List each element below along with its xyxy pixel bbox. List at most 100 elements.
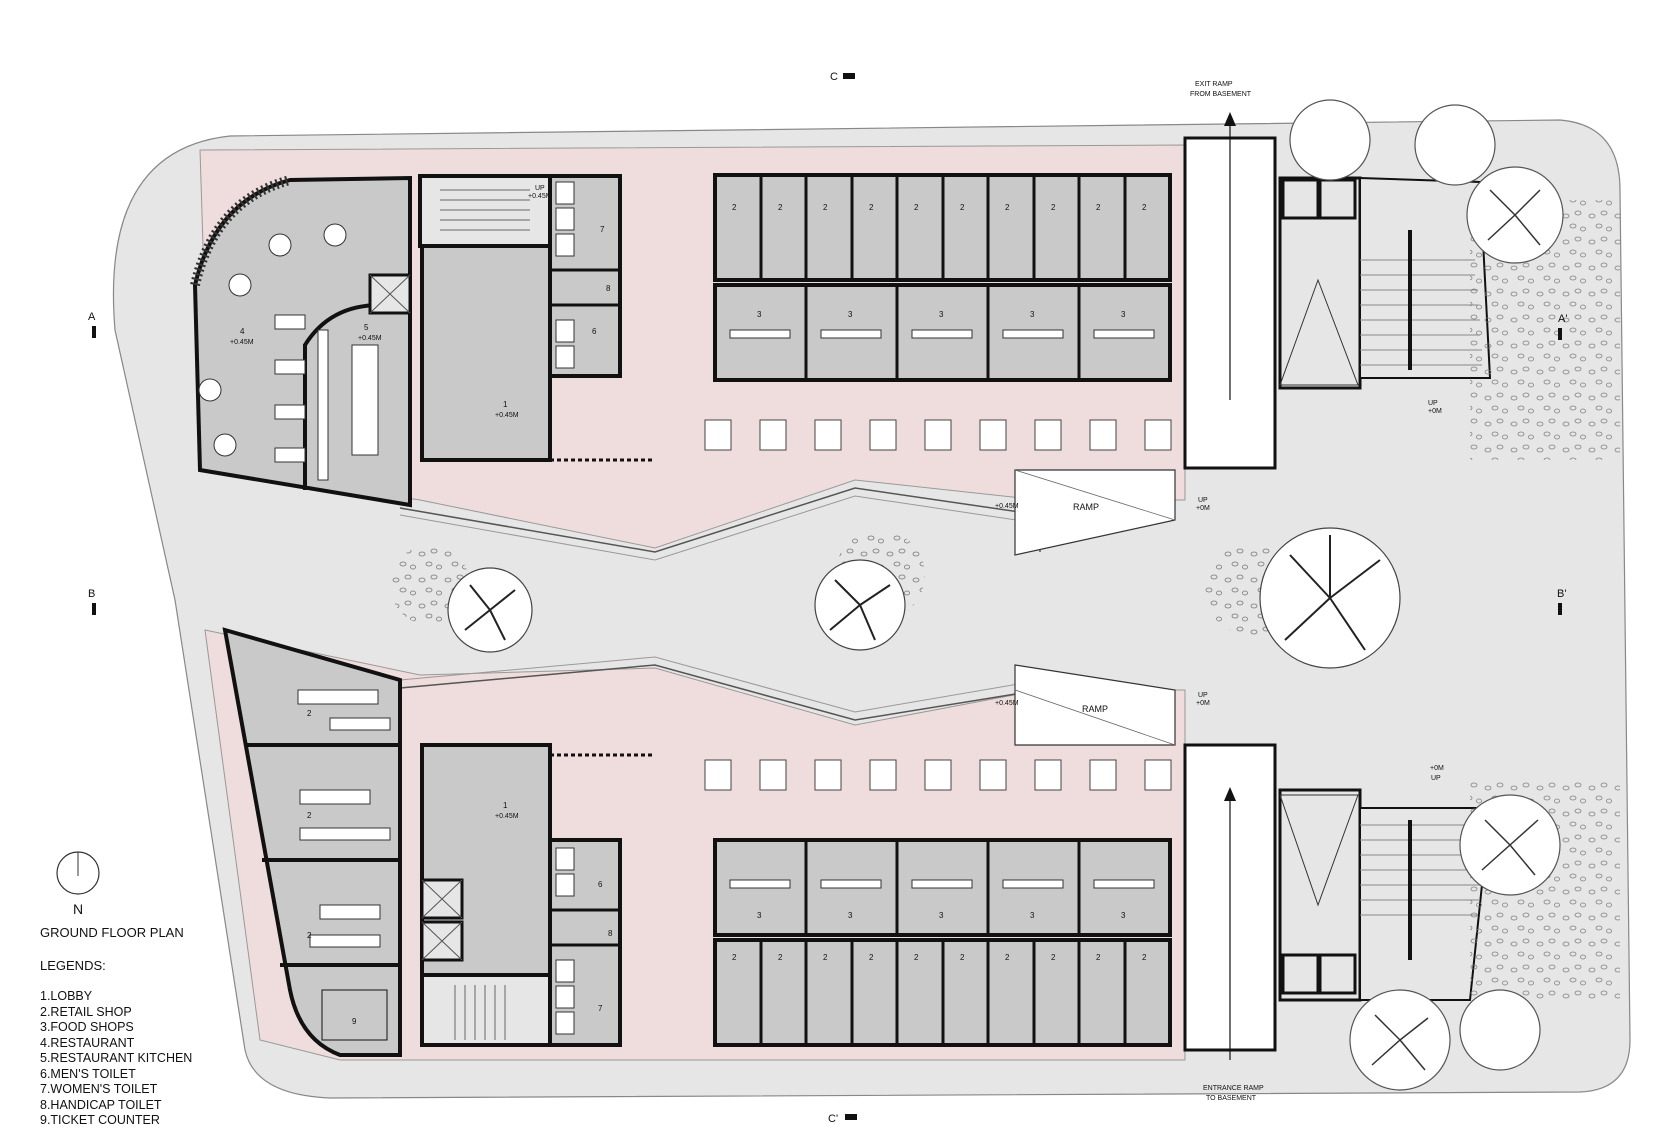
lower-right-lifts [1281,953,1357,995]
walkway-edge-lower [399,664,1041,721]
upper-steps-zero: +0M [1428,408,1442,415]
north-arrow-icon [56,851,100,895]
corner-tree-branches [1371,189,1541,1071]
restaurant-number: 4 [240,327,245,336]
lower-ramp-line [1014,689,1176,746]
upper-stair-core [418,174,552,248]
lower-toilets [548,838,622,1047]
lower-steps-zero: +0M [1430,765,1444,772]
lower-retail-row-number-1: 2 [732,953,737,962]
upper-right-wedge [1279,278,1359,386]
lower-stair-core [420,973,552,1047]
legend: GROUND FLOOR PLAN LEGENDS: 1.LOBBY 2.RET… [40,925,192,1129]
upper-toilet-stalls [555,181,575,369]
kitchen-level: +0.45M [358,335,382,342]
upper-stair-up: UP [535,185,545,192]
upper-retail-row [713,173,1172,282]
kitchen-number: 5 [364,323,369,332]
legend-item: 4.RESTAURANT [40,1035,135,1050]
upper-ramp-zero: +0M [1196,505,1210,512]
section-a-label: A [88,311,96,323]
exit-ramp-arrowhead [1224,112,1236,126]
upper-food-number-3: 3 [939,310,944,319]
section-c-prime-label: C' [828,1113,838,1125]
upper-lobby-number: 1 [503,400,508,409]
section-b-marker [92,603,96,615]
lower-retail-row-number-8: 2 [1051,953,1056,962]
lower-retail-number-1: 2 [307,709,312,718]
lower-retail-row-number-4: 2 [869,953,874,962]
lower-food-number-1: 3 [757,911,762,920]
lower-stair-treads [454,985,506,1040]
plan-title: GROUND FLOOR PLAN [40,925,184,940]
lower-food-number-5: 3 [1121,911,1126,920]
lower-food-row [713,838,1172,937]
section-a-prime-label: A' [1558,313,1567,325]
section-c-marker [843,73,855,79]
lower-womens-number: 7 [598,1004,603,1013]
upper-retail-number-2: 2 [778,203,783,212]
lower-retail-row-number-6: 2 [960,953,965,962]
lower-lift-crosses [421,879,463,961]
lower-lobby-level: +0.45M [495,813,519,820]
lower-retail-row-number-10: 2 [1142,953,1147,962]
upper-food-number-1: 3 [757,310,762,319]
lower-retail-wing [222,627,402,1057]
upper-step-lines [1360,259,1482,366]
upper-retail-number-4: 2 [869,203,874,212]
lower-steps-up: UP [1431,775,1441,782]
plaza-tree-branches [464,535,1381,651]
lower-retail-number-2: 2 [307,811,312,820]
lower-outdoor-tables [704,759,1172,791]
section-c-label: C [830,71,838,83]
upper-ramp-label: RAMP [1073,502,1099,512]
lower-mens-number: 6 [598,880,603,889]
upper-stair-level: +0.45M [528,193,552,200]
lower-right-wedge [1279,794,1359,907]
upper-right-lifts [1281,178,1357,220]
legend-item: 3.FOOD SHOPS [40,1020,134,1034]
legend-item: 6.MEN'S TOILET [40,1066,136,1081]
upper-ramp-line [1014,469,1176,521]
upper-ramp-up: UP [1198,497,1208,504]
section-b-prime-marker [1558,603,1562,615]
legend-item: 2.RETAIL SHOP [40,1004,132,1019]
upper-retail-number-5: 2 [914,203,919,212]
north-arrow: N [50,850,106,917]
ticket-number: 9 [352,1017,357,1026]
upper-ramp-level: +0.45M [995,503,1019,510]
legend-heading: LEGENDS: [40,958,106,973]
upper-womens-number: 7 [600,225,605,234]
lower-food-number-3: 3 [939,911,944,920]
legend-item: 7.WOMEN'S TOILET [40,1082,158,1096]
legend-item: 1.LOBBY [40,989,93,1003]
upper-retail-number-7: 2 [1005,203,1010,212]
upper-lobby-level: +0.45M [495,412,519,419]
upper-retail-number-8: 2 [1051,203,1056,212]
lower-food-number-2: 3 [848,911,853,920]
upper-retail-number-9: 2 [1096,203,1101,212]
upper-food-row [713,283,1172,382]
section-c-prime-marker [845,1114,857,1120]
upper-food-number-5: 3 [1121,310,1126,319]
restaurant-tables [198,223,347,463]
lower-retail-row-number-3: 2 [823,953,828,962]
upper-handicap-number: 8 [606,284,611,293]
restaurant-level: +0.45M [230,339,254,346]
lower-food-number-4: 3 [1030,911,1035,920]
lower-ramp-level: +0.45M [995,700,1019,707]
entrance-ramp-label-1: ENTRANCE RAMP [1203,1085,1264,1092]
lower-retail-number-3: 2 [307,931,312,940]
lower-wing-partitions [245,743,400,967]
lower-handicap-number: 8 [608,929,613,938]
exit-ramp-label-1: EXIT RAMP [1195,81,1233,88]
entrance-ramp-arrowhead [1224,787,1236,801]
lower-retail-row-number-9: 2 [1096,953,1101,962]
upper-lobby [420,244,552,462]
section-a-prime-marker [1558,328,1562,340]
lower-wing-counters [297,689,391,948]
section-b-label: B [88,588,95,600]
upper-food-number-4: 3 [1030,310,1035,319]
exit-ramp-label-2: FROM BASEMENT [1190,91,1252,98]
upper-retail-number-3: 2 [823,203,828,212]
